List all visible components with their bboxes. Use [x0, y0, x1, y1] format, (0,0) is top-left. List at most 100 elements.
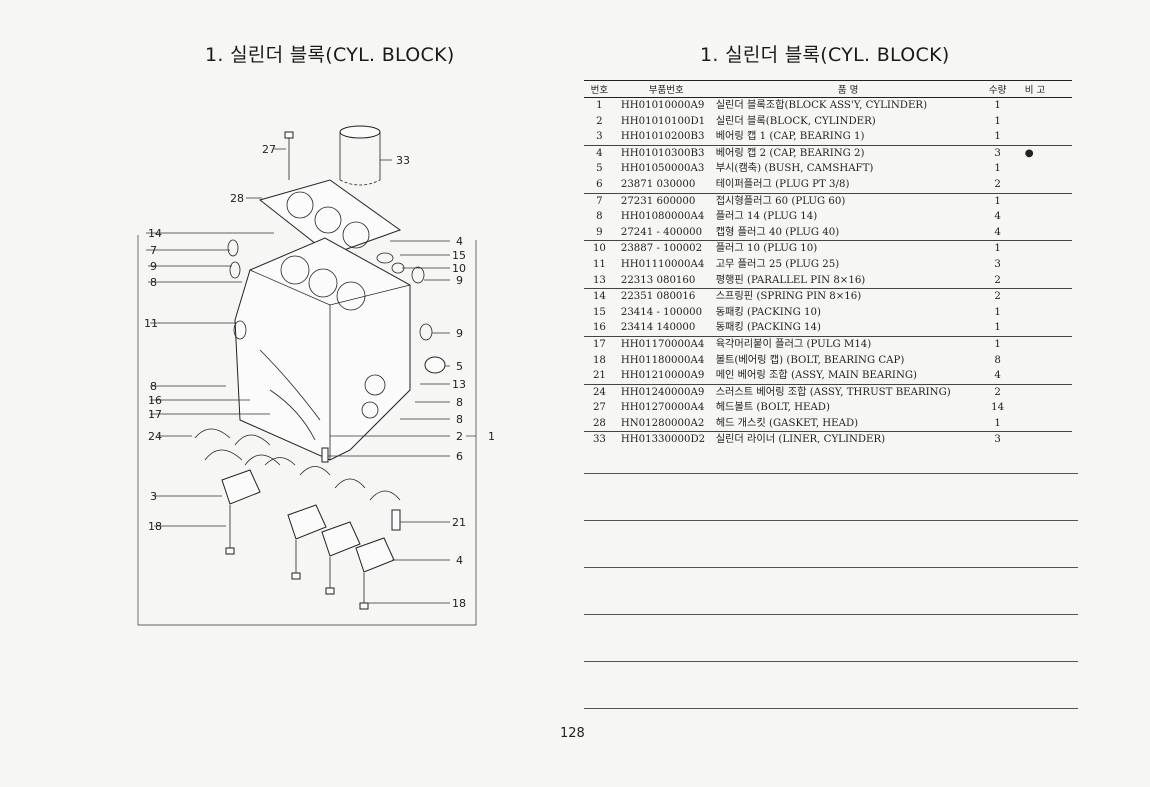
- page-number: 128: [560, 726, 585, 741]
- cylinder-liner-part: [339, 125, 381, 186]
- cell-name: 동패킹 (PACKING 14): [711, 320, 981, 337]
- callout-18-right: 18: [452, 597, 466, 610]
- cell-remark: ●: [1024, 147, 1034, 159]
- cell-remark: [1015, 257, 1072, 273]
- cell-name: 메인 베어링 조합 (ASSY, MAIN BEARING): [711, 368, 981, 385]
- cell-qty: 1: [994, 338, 1001, 350]
- cell-name: 고무 플러그 25 (PLUG 25): [715, 258, 840, 270]
- cell-remark: [1015, 98, 1072, 114]
- cell-name: 헤드볼트 (BOLT, HEAD): [715, 402, 830, 414]
- callout-27: 27: [262, 143, 276, 156]
- cell-qty: 1: [994, 163, 1001, 175]
- cell-remark: [1014, 415, 1072, 433]
- cell-qty: 3: [994, 147, 1001, 159]
- cell-qty: 8: [994, 354, 1001, 366]
- cell-remark: [1014, 176, 1072, 194]
- callout-3: 3: [150, 490, 157, 503]
- callout-9-left: 9: [150, 260, 157, 273]
- header-qty: 수량: [980, 80, 1015, 98]
- cell-qty: 4: [980, 224, 1015, 242]
- cell-qty: 2: [994, 386, 1001, 398]
- cell-part-no: 27241 - 400000: [614, 224, 712, 242]
- cell-no: 8: [596, 211, 603, 223]
- cell-no: 5: [596, 163, 603, 175]
- callout-6: 6: [456, 450, 463, 463]
- callout-1: 1: [488, 430, 495, 443]
- cell-qty: 4: [994, 211, 1001, 223]
- callout-33: 33: [396, 154, 410, 167]
- cell-remark: [1015, 384, 1072, 400]
- callout-21: 21: [452, 516, 466, 529]
- callout-9-right: 9: [456, 274, 463, 287]
- cell-part-no: HH01330000D2: [620, 434, 706, 446]
- cell-qty: 4: [980, 368, 1015, 385]
- callout-7: 7: [150, 244, 157, 257]
- cell-part-no: 23871 030000: [614, 176, 712, 194]
- cell-remark: [1015, 336, 1072, 352]
- cell-part-no: 22351 080016: [620, 291, 696, 303]
- cell-no: 6: [584, 176, 615, 194]
- cell-part-no: HH01080000A4: [620, 211, 705, 223]
- callout-8-right-b: 8: [456, 413, 463, 426]
- callout-16: 16: [148, 394, 162, 407]
- cell-qty: 1: [980, 129, 1015, 146]
- cell-part-no: 27231 600000: [620, 195, 696, 207]
- head-gasket-part: [258, 179, 402, 256]
- cell-remark: [1014, 320, 1072, 337]
- cell-part-no: HH01180000A4: [620, 354, 705, 366]
- cell-no: 15: [592, 306, 606, 318]
- blank-line: [584, 661, 1078, 662]
- callout-18-left: 18: [148, 520, 162, 533]
- page-title-left: 1. 실린더 블록(CYL. BLOCK): [205, 44, 455, 66]
- cell-no: 14: [592, 291, 606, 303]
- cell-remark: [1014, 368, 1072, 385]
- table-header-row: 번호 부품번호 품 명 수량 비 고: [584, 80, 1072, 98]
- cell-qty: 1: [980, 320, 1015, 337]
- cell-part-no: HH01240000A9: [620, 386, 705, 398]
- cell-name: 실린더 블록(BLOCK, CYLINDER): [715, 115, 876, 127]
- cell-remark: [1015, 209, 1072, 225]
- cell-no: 21: [584, 368, 615, 385]
- cell-remark: [1015, 193, 1072, 209]
- cell-qty: 3: [994, 434, 1001, 446]
- cell-name: 테이퍼플러그 (PLUG PT 3/8): [711, 176, 981, 194]
- cell-no: 3: [584, 129, 615, 146]
- cell-qty: 14: [991, 402, 1005, 414]
- cell-part-no: HH01210000A9: [614, 368, 712, 385]
- cylinder-block-diagram-svg: 27 33 28 14 7 9 8 11 8 16 17 24 3 18 4 1…: [137, 125, 495, 626]
- cell-part-no: HH01010300B3: [620, 147, 705, 159]
- cell-no: 28: [584, 415, 615, 433]
- cell-qty: 1: [980, 415, 1015, 433]
- cell-remark: [1015, 161, 1072, 177]
- cell-name: 베어링 캡 2 (CAP, BEARING 2): [715, 147, 865, 159]
- cell-no: 13: [584, 272, 615, 290]
- cell-qty: 1: [994, 115, 1001, 127]
- cell-qty: 2: [980, 272, 1015, 290]
- cell-part-no: HH01270000A4: [620, 402, 705, 414]
- cell-remark: [1015, 114, 1072, 130]
- cell-no: 24: [592, 386, 606, 398]
- callout-4-top: 4: [456, 235, 463, 248]
- cell-name: 헤드 개스킷 (GASKET, HEAD): [711, 415, 981, 433]
- cell-name: 캡형 플러그 40 (PLUG 40): [711, 224, 981, 242]
- cell-no: 33: [592, 434, 606, 446]
- cell-part-no: HH01110000A4: [620, 258, 705, 270]
- cell-qty: 3: [994, 258, 1001, 270]
- cell-qty: 2: [994, 291, 1001, 303]
- callout-14: 14: [148, 227, 162, 240]
- callout-4-bottom: 4: [456, 554, 463, 567]
- cell-no: 7: [596, 195, 603, 207]
